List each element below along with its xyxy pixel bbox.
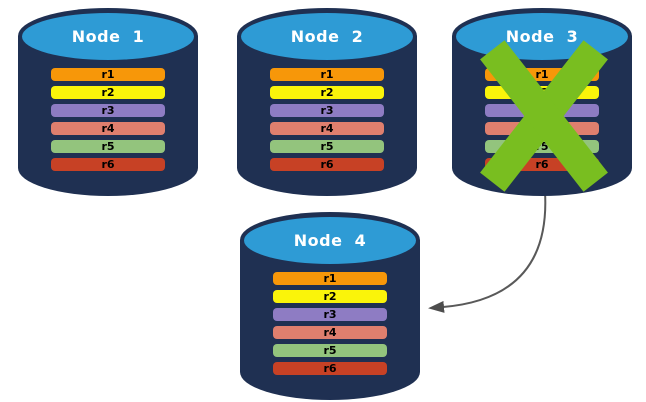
row-r5: r5 bbox=[270, 140, 384, 153]
row-r2: r2 bbox=[51, 86, 165, 99]
row-r2: r2 bbox=[270, 86, 384, 99]
row-list: r1 r2 r3 r4 r5 r6 bbox=[51, 68, 165, 171]
cylinder-top: Node 4 bbox=[244, 217, 416, 264]
row-r1: r1 bbox=[273, 272, 387, 285]
row-list: r1 r2 r3 r4 r5 r6 bbox=[270, 68, 384, 171]
cylinder-top: Node 2 bbox=[241, 13, 413, 60]
node-label: Node 1 bbox=[71, 27, 145, 46]
database-node-3: r1 r2 r3 r4 r5 r6 Node 3 bbox=[452, 8, 632, 196]
row-r3: r3 bbox=[51, 104, 165, 117]
database-node-4: r1 r2 r3 r4 r5 r6 Node 4 bbox=[240, 212, 420, 400]
node-label: Node 4 bbox=[293, 231, 367, 250]
database-node-2: r1 r2 r3 r4 r5 r6 Node 2 bbox=[237, 8, 417, 196]
row-r1: r1 bbox=[270, 68, 384, 81]
row-r1: r1 bbox=[51, 68, 165, 81]
failure-x-icon bbox=[480, 40, 608, 192]
row-r5: r5 bbox=[273, 344, 387, 357]
row-r6: r6 bbox=[270, 158, 384, 171]
row-r4: r4 bbox=[270, 122, 384, 135]
row-list: r1 r2 r3 r4 r5 r6 bbox=[273, 272, 387, 375]
row-r5: r5 bbox=[51, 140, 165, 153]
node-label: Node 2 bbox=[290, 27, 364, 46]
database-node-1: r1 r2 r3 r4 r5 r6 Node 1 bbox=[18, 8, 198, 196]
node-label: Node 3 bbox=[505, 27, 579, 46]
row-r6: r6 bbox=[51, 158, 165, 171]
row-r4: r4 bbox=[273, 326, 387, 339]
row-r2: r2 bbox=[273, 290, 387, 303]
cylinder-top: Node 1 bbox=[22, 13, 194, 60]
row-r3: r3 bbox=[270, 104, 384, 117]
row-r4: r4 bbox=[51, 122, 165, 135]
row-r6: r6 bbox=[273, 362, 387, 375]
failover-arrow-path bbox=[428, 191, 547, 313]
row-r3: r3 bbox=[273, 308, 387, 321]
